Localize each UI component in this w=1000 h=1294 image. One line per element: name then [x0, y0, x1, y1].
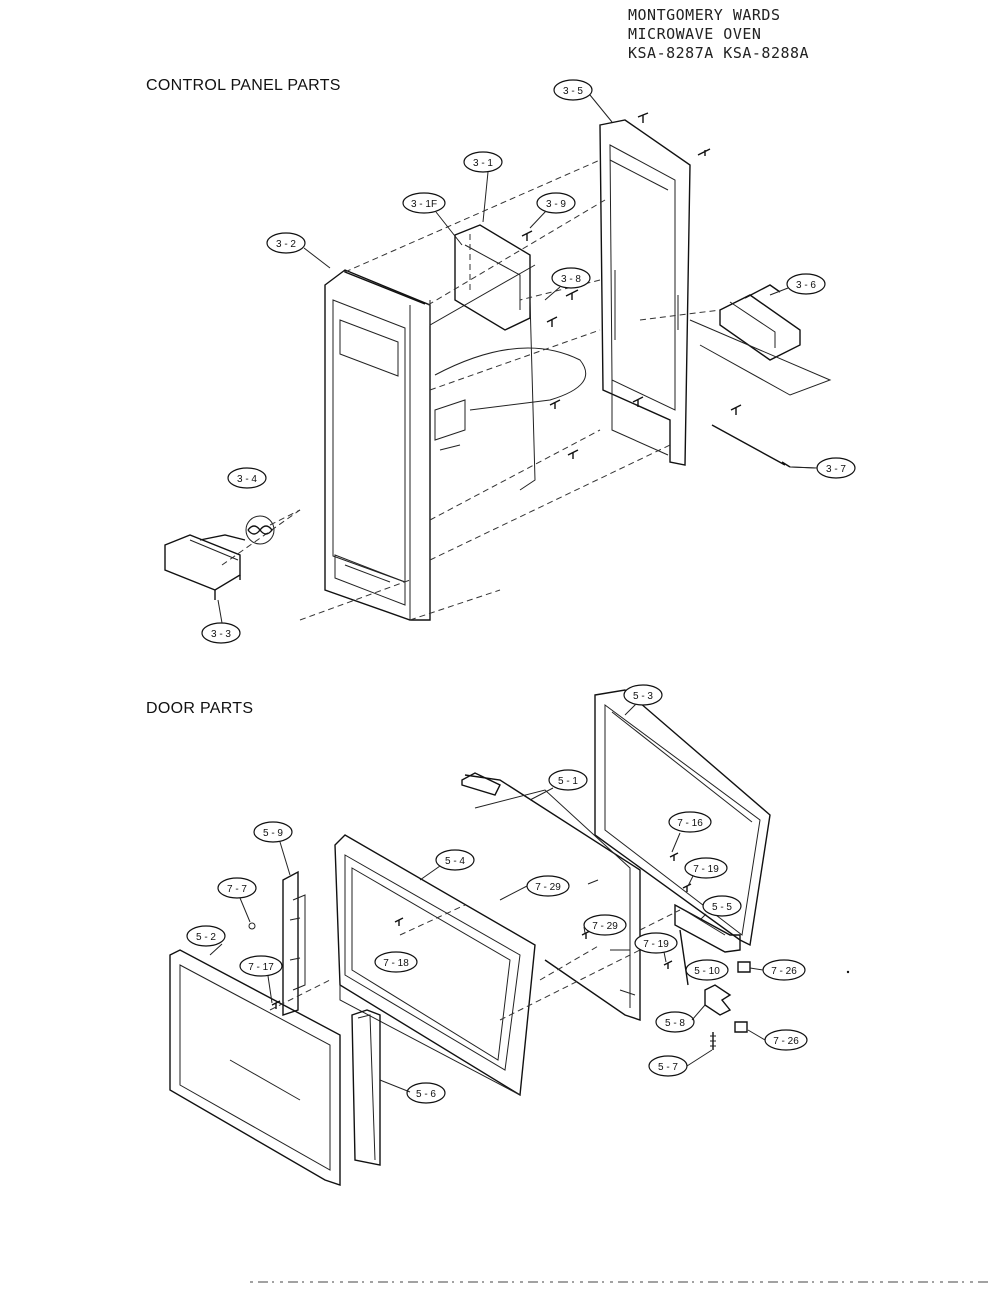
svg-text:3 - 9: 3 - 9	[546, 199, 566, 210]
svg-text:5 - 3: 5 - 3	[633, 691, 653, 702]
callout-7-29-upper: 7 - 29	[526, 875, 570, 897]
svg-text:3 - 7: 3 - 7	[826, 464, 846, 475]
svg-text:5 - 9: 5 - 9	[263, 828, 283, 839]
callout-3-9: 3 - 9	[536, 192, 576, 214]
callout-5-5: 5 - 5	[702, 895, 742, 917]
svg-text:3 - 1F: 3 - 1F	[411, 199, 437, 210]
svg-text:5 - 4: 5 - 4	[445, 856, 465, 867]
rod-3-7	[711, 424, 816, 469]
svg-text:5 - 8: 5 - 8	[665, 1018, 685, 1029]
svg-text:7 - 17: 7 - 17	[248, 962, 274, 973]
callout-3-1f: 3 - 1F	[402, 192, 446, 214]
brand-line: MONTGOMERY WARDS	[628, 6, 781, 24]
callout-5-8: 5 - 8	[655, 1011, 695, 1033]
callout-7-26-lower: 7 - 26	[764, 1029, 808, 1051]
svg-text:5 - 7: 5 - 7	[658, 1062, 678, 1073]
svg-text:7 - 16: 7 - 16	[677, 818, 703, 829]
callout-7-16: 7 - 16	[668, 811, 712, 833]
svg-text:3 - 2: 3 - 2	[276, 239, 296, 250]
door-latch-parts	[674, 903, 751, 1050]
callout-leaders	[209, 94, 818, 1093]
model-numbers-line: KSA-8287A KSA-8288A	[628, 44, 810, 62]
svg-text:3 - 3: 3 - 3	[211, 629, 231, 640]
svg-text:5 - 5: 5 - 5	[712, 902, 732, 913]
svg-text:7 - 19: 7 - 19	[643, 939, 669, 950]
callout-3-6: 3 - 6	[786, 273, 826, 295]
callout-5-1: 5 - 1	[548, 769, 588, 791]
callout-3-7: 3 - 7	[816, 457, 856, 479]
callout-5-9: 5 - 9	[253, 821, 293, 843]
spring-3-4	[245, 509, 301, 545]
callout-7-7: 7 - 7	[217, 877, 257, 899]
svg-text:5 - 10: 5 - 10	[694, 966, 720, 977]
door-screen-5-4	[334, 834, 536, 1097]
product-line: MICROWAVE OVEN	[628, 25, 762, 43]
circuit-board-3-1	[429, 224, 536, 331]
svg-text:5 - 1: 5 - 1	[558, 776, 578, 787]
svg-text:7 - 7: 7 - 7	[227, 884, 247, 895]
callout-7-26-upper: 7 - 26	[762, 959, 806, 981]
svg-text:3 - 5: 3 - 5	[563, 86, 583, 97]
svg-text:5 - 2: 5 - 2	[196, 932, 216, 943]
callout-3-5: 3 - 5	[553, 79, 593, 101]
callout-5-3: 5 - 3	[623, 684, 663, 706]
door-trim-5-6	[351, 1009, 381, 1166]
callout-3-4: 3 - 4	[227, 467, 267, 489]
control-panel-front-3-2	[324, 269, 431, 621]
svg-text:7 - 26: 7 - 26	[771, 966, 797, 977]
svg-text:3 - 4: 3 - 4	[237, 474, 257, 485]
svg-text:7 - 29: 7 - 29	[592, 921, 618, 932]
svg-text:7 - 18: 7 - 18	[383, 958, 409, 969]
svg-text:3 - 1: 3 - 1	[473, 158, 493, 169]
svg-text:7 - 26: 7 - 26	[773, 1036, 799, 1047]
door-guidelines	[269, 904, 681, 1021]
wiring-harness	[434, 299, 587, 491]
callout-7-19-lower: 7 - 19	[634, 932, 678, 954]
callout-5-7: 5 - 7	[648, 1055, 688, 1077]
control-panel-frame-3-5	[599, 119, 691, 466]
callout-3-2: 3 - 2	[266, 232, 306, 254]
callout-5-6: 5 - 6	[406, 1082, 446, 1104]
scan-speck	[846, 970, 850, 974]
model-header: MONTGOMERY WARDS MICROWAVE OVEN KSA-8287…	[628, 6, 809, 63]
callout-3-8: 3 - 8	[551, 267, 591, 289]
control-panel-guidelines	[221, 159, 721, 621]
callout-3-1: 3 - 1	[463, 151, 503, 173]
control-panel-section-title: CONTROL PANEL PARTS	[146, 77, 341, 94]
hinge-plate-5-9	[282, 870, 306, 1016]
door-latch-lever-3-6	[689, 284, 832, 396]
callout-7-17: 7 - 17	[239, 955, 283, 977]
callout-5-10: 5 - 10	[685, 959, 729, 981]
callout-5-4: 5 - 4	[435, 849, 475, 871]
svg-text:3 - 8: 3 - 8	[561, 274, 581, 285]
callout-7-18: 7 - 18	[374, 951, 418, 973]
callout-7-29-lower: 7 - 29	[583, 914, 627, 936]
callout-3-3: 3 - 3	[201, 622, 241, 644]
screws-door	[248, 852, 692, 1009]
callout-5-2: 5 - 2	[186, 925, 226, 947]
door-section-title: DOOR PARTS	[146, 700, 254, 717]
door-choke-cover-5-3	[594, 689, 771, 947]
svg-text:7 - 29: 7 - 29	[535, 882, 561, 893]
svg-text:3 - 6: 3 - 6	[796, 280, 816, 291]
svg-text:7 - 19: 7 - 19	[693, 864, 719, 875]
callout-7-19-upper: 7 - 19	[684, 857, 728, 879]
svg-text:5 - 6: 5 - 6	[416, 1089, 436, 1100]
door-glass-5-2	[169, 949, 341, 1186]
screws-control-panel	[521, 112, 742, 459]
button-3-3	[164, 534, 246, 600]
